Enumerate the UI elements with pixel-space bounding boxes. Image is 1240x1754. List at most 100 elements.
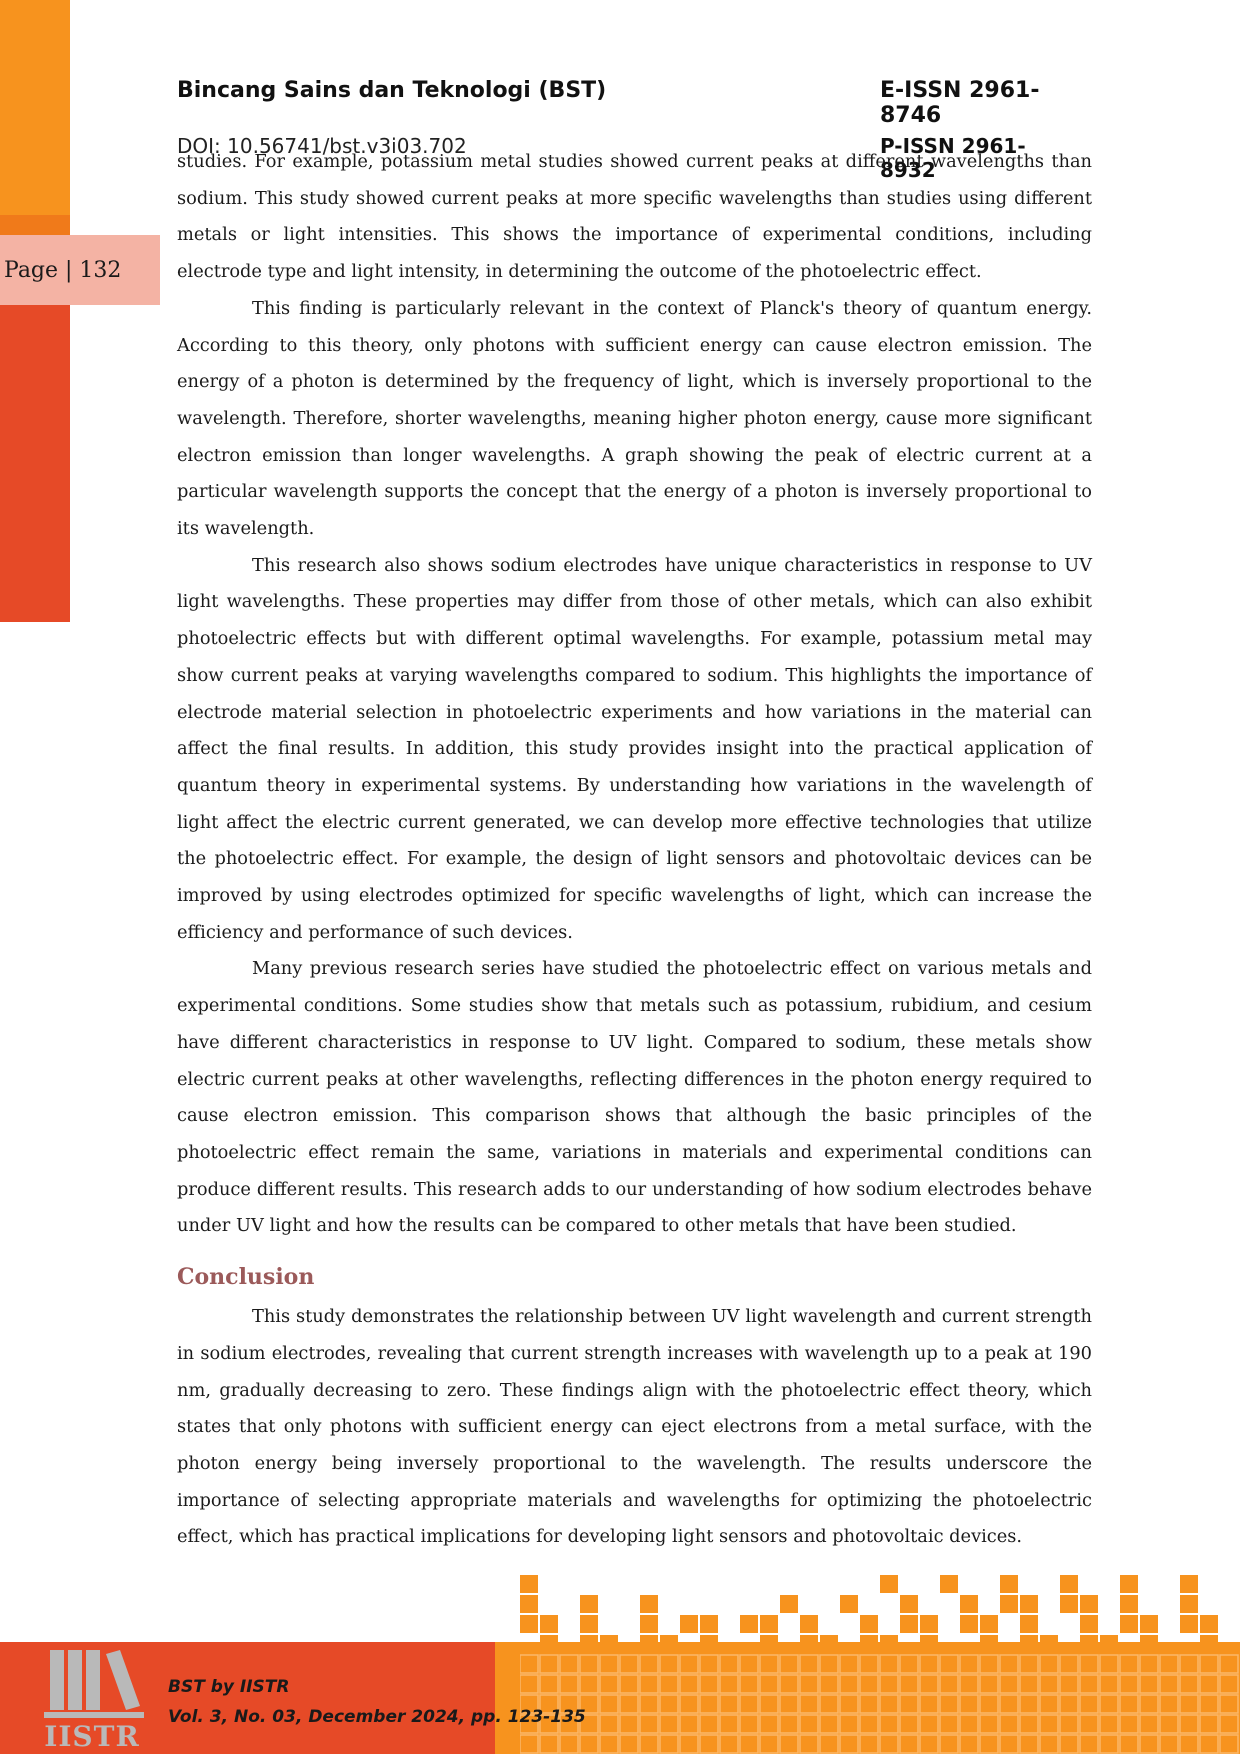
pattern-cell: [739, 1714, 759, 1734]
pattern-cell: [1039, 1734, 1059, 1754]
pattern-cell: [719, 1734, 739, 1754]
pattern-cell: [779, 1734, 799, 1754]
pattern-cell: [1159, 1674, 1179, 1694]
pattern-cell: [1219, 1694, 1239, 1714]
pattern-cell: [1119, 1654, 1139, 1674]
pattern-cell: [659, 1694, 679, 1714]
pattern-cell: [520, 1714, 539, 1734]
pattern-cell: [939, 1734, 959, 1754]
pattern-cell: [1139, 1714, 1159, 1734]
pattern-cell: [859, 1654, 879, 1674]
pattern-cell: [1139, 1674, 1159, 1694]
pattern-cell: [539, 1654, 559, 1674]
footer-volume: Vol. 3, No. 03, December 2024, pp. 123-1…: [168, 1707, 586, 1727]
pattern-cell: [1059, 1654, 1079, 1674]
pattern-cell: [959, 1654, 979, 1674]
pattern-cell: [1159, 1734, 1179, 1754]
pattern-cell: [700, 1635, 718, 1653]
pattern-cell: [919, 1694, 939, 1714]
pattern-cell: [780, 1595, 798, 1613]
pattern-cell: [840, 1595, 858, 1613]
pattern-cell: [1120, 1595, 1138, 1613]
pattern-cell: [619, 1674, 639, 1694]
pattern-cell: [1179, 1694, 1199, 1714]
pattern-cell: [1119, 1694, 1139, 1714]
paragraph: This study demonstrates the relationship…: [177, 1306, 1092, 1548]
pattern-cell: [939, 1714, 959, 1734]
pattern-cell: [979, 1654, 999, 1674]
pattern-cell: [959, 1714, 979, 1734]
pattern-cell: [1139, 1694, 1159, 1714]
pattern-cell: [760, 1635, 778, 1653]
pattern-cell: [659, 1734, 679, 1754]
article-body: studies. For example, potassium metal st…: [177, 144, 1092, 1556]
pattern-cell: [900, 1595, 918, 1613]
pattern-cell: [739, 1654, 759, 1674]
pattern-cell: [860, 1635, 878, 1653]
pattern-cell: [999, 1674, 1019, 1694]
pattern-cell: [699, 1654, 719, 1674]
pattern-cell: [1180, 1575, 1198, 1593]
pattern-cell: [779, 1694, 799, 1714]
pattern-cell: [959, 1694, 979, 1714]
pattern-cell: [520, 1575, 538, 1593]
pattern-cell: [919, 1714, 939, 1734]
pattern-cell: [899, 1714, 919, 1734]
pattern-cell: [699, 1734, 719, 1754]
pattern-cell: [639, 1734, 659, 1754]
pattern-cell: [1139, 1734, 1159, 1754]
pattern-cell: [699, 1674, 719, 1694]
section-heading-conclusion: Conclusion: [177, 1264, 315, 1291]
pattern-cell: [1099, 1694, 1119, 1714]
pattern-cell: [580, 1635, 598, 1653]
pattern-cell: [820, 1635, 838, 1653]
pattern-cell: [980, 1635, 998, 1653]
pattern-cell: [1120, 1575, 1138, 1593]
pattern-cell: [979, 1734, 999, 1754]
pattern-cell: [999, 1734, 1019, 1754]
pattern-cell: [1080, 1635, 1098, 1653]
pattern-cell: [520, 1694, 539, 1714]
pattern-cell: [559, 1674, 579, 1694]
pattern-cell: [1079, 1734, 1099, 1754]
pattern-cell: [700, 1615, 718, 1633]
pattern-cell: [899, 1694, 919, 1714]
pattern-cell: [1019, 1674, 1039, 1694]
pattern-cell: [1020, 1615, 1038, 1633]
pattern-cell: [639, 1694, 659, 1714]
pattern-cell: [1019, 1734, 1039, 1754]
footer-band-red: [0, 1642, 500, 1754]
pattern-cell: [959, 1734, 979, 1754]
pattern-cell: [799, 1654, 819, 1674]
pattern-cell: [979, 1714, 999, 1734]
pattern-cell: [1000, 1595, 1018, 1613]
pattern-cell: [1080, 1615, 1098, 1633]
footer-citation: BST by IISTR Vol. 3, No. 03, December 20…: [168, 1672, 586, 1732]
pattern-cell: [919, 1654, 939, 1674]
pattern-cell: [639, 1654, 659, 1674]
pattern-cell: [959, 1674, 979, 1694]
pattern-cell: [879, 1674, 899, 1694]
pattern-cell: [1039, 1694, 1059, 1714]
pattern-cell: [540, 1615, 558, 1633]
pattern-cell: [639, 1674, 659, 1694]
pattern-cell: [1100, 1635, 1118, 1653]
journal-header: Bincang Sains dan Teknologi (BST) E-ISSN…: [177, 78, 1065, 182]
pattern-cell: [799, 1734, 819, 1754]
pattern-cell: [520, 1654, 539, 1674]
pattern-cell: [1059, 1674, 1079, 1694]
pattern-cell: [1159, 1654, 1179, 1674]
pattern-cell: [1119, 1734, 1139, 1754]
pattern-cell: [1179, 1714, 1199, 1734]
pattern-cell: [679, 1734, 699, 1754]
pattern-cell: [839, 1674, 859, 1694]
pattern-cell: [1059, 1694, 1079, 1714]
pattern-cell: [979, 1694, 999, 1714]
pattern-cell: [1039, 1714, 1059, 1734]
pattern-cell: [580, 1615, 598, 1633]
pattern-cell: [1099, 1714, 1119, 1734]
pattern-cell: [759, 1674, 779, 1694]
pattern-cell: [579, 1674, 599, 1694]
pattern-cell: [939, 1654, 959, 1674]
pattern-cell: [1020, 1635, 1038, 1653]
